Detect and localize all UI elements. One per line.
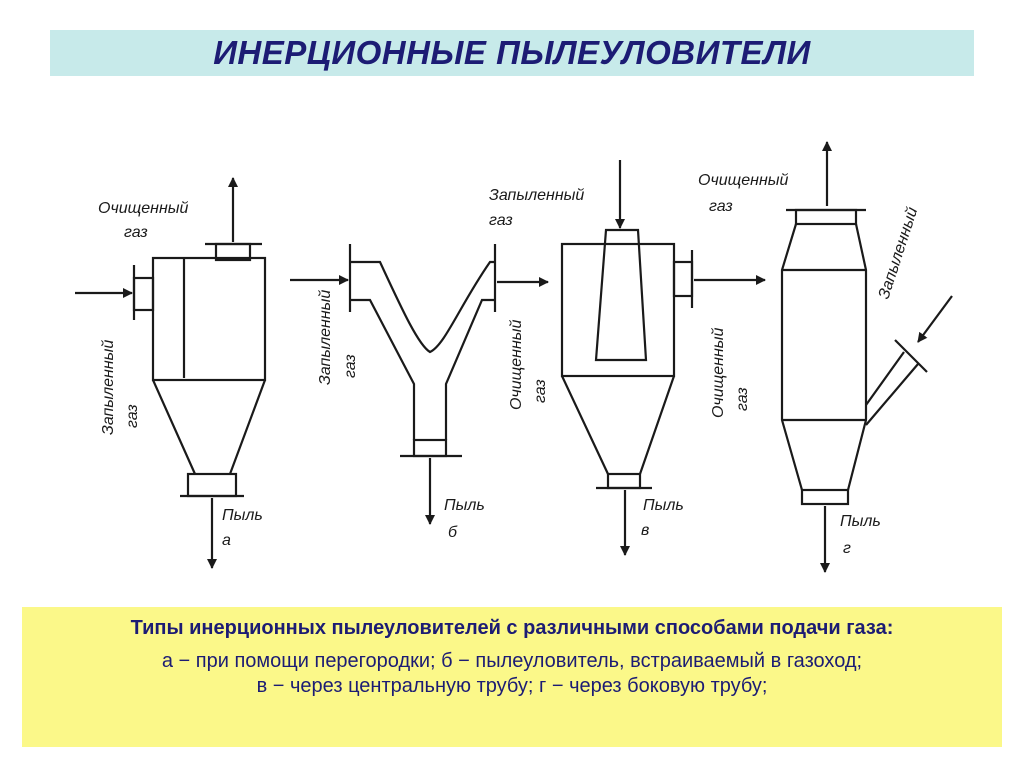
label-b-dusty-gas-2: газ	[342, 354, 359, 378]
page-title: ИНЕРЦИОННЫЕ ПЫЛЕУЛОВИТЕЛИ	[213, 34, 811, 71]
label-b-clean-gas-2: газ	[532, 379, 549, 403]
collector-v-dust-outlet	[606, 472, 642, 490]
collector-g-shell	[780, 223, 868, 491]
label-g-letter: г	[843, 540, 851, 557]
collector-v-central-pipe	[594, 228, 648, 362]
collector-a-dust-outlet	[186, 472, 238, 498]
label-a-clean-gas-2: газ	[124, 224, 148, 241]
label-a-dusty-gas-2: газ	[124, 404, 141, 428]
collector-b-upper-wall	[350, 260, 495, 354]
label-b-dusty-gas: Запыленный	[317, 290, 334, 385]
label-v-clean-gas: Очищенный	[710, 327, 727, 418]
collector-v	[560, 160, 766, 556]
label-g-dust: Пыль	[840, 513, 881, 530]
collector-b-left-wall	[350, 298, 416, 440]
label-a-dusty-gas: Запыленный	[100, 340, 117, 435]
label-v-dusty-gas-2: газ	[489, 212, 513, 229]
collector-a-cone	[151, 379, 267, 475]
dust-collectors-diagram: Очищенный газ Запыленный газ Пыль а Запы…	[75, 141, 953, 573]
collector-g-side-pipe	[865, 351, 919, 426]
collector-a	[75, 177, 267, 569]
label-a-letter: а	[222, 532, 231, 549]
label-g-clean-gas: Очищенный	[698, 172, 789, 189]
collector-b-dust-outlet	[412, 438, 448, 458]
caption-box: Типы инерционных пылеуловителей с различ…	[22, 607, 1002, 747]
label-v-letter: в	[641, 522, 649, 539]
collector-g	[780, 141, 953, 573]
label-a-dust: Пыль	[222, 507, 263, 524]
title-bar: ИНЕРЦИОННЫЕ ПЫЛЕУЛОВИТЕЛИ	[50, 30, 974, 76]
collector-v-outlet	[672, 260, 694, 298]
label-g-clean-gas-2: газ	[709, 198, 733, 215]
collector-b-right-wall	[444, 298, 495, 440]
label-v-dusty-gas: Запыленный	[489, 187, 584, 204]
caption-title: Типы инерционных пылеуловителей с различ…	[130, 617, 894, 639]
collector-g-dust-outlet	[800, 488, 850, 506]
collector-a-inlet	[132, 276, 155, 312]
label-b-dust: Пыль	[444, 497, 485, 514]
label-v-dust: Пыль	[643, 497, 684, 514]
collector-g-gas-outlet	[794, 208, 858, 226]
label-g-dusty-gas: Запыленный	[876, 205, 922, 301]
collector-a-body	[151, 256, 267, 382]
caption-line-2: в − через центральную трубу; г − через б…	[256, 675, 768, 697]
caption-line-1: а − при помощи перегородки; б − пылеулов…	[161, 650, 863, 672]
collector-b	[290, 244, 549, 525]
label-b-letter: б	[448, 524, 458, 541]
collector-v-body	[560, 242, 676, 378]
label-b-clean-gas: Очищенный	[508, 319, 525, 410]
collector-v-cone	[561, 375, 676, 475]
label-a-clean-gas: Очищенный	[98, 200, 189, 217]
collector-g-inflow-arrow	[917, 295, 953, 343]
label-v-clean-gas-2: газ	[734, 387, 751, 411]
